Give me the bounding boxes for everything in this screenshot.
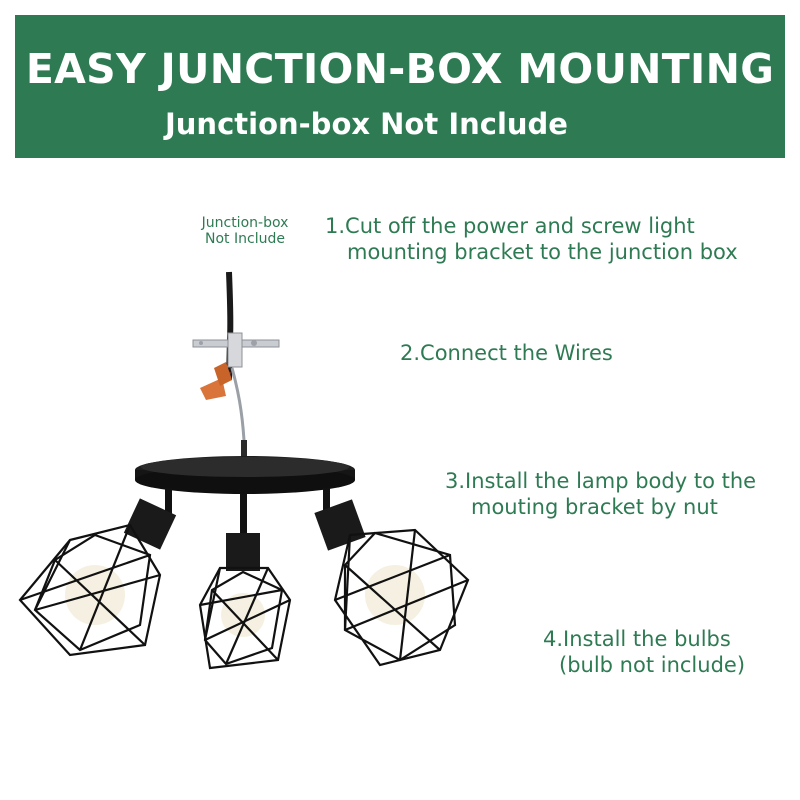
step-4-line2: (bulb not include) [559,653,746,677]
step-1: 1.Cut off the power and screw light moun… [325,213,738,265]
junction-box-label-line1: Junction-box [201,215,289,231]
header-banner: EASY JUNCTION-BOX MOUNTING Junction-box … [15,15,785,158]
step-1-line1: 1.Cut off the power and screw light [325,214,695,238]
step-2-line1: 2.Connect the Wires [400,341,613,365]
banner-subtitle: Junction-box Not Include [165,107,568,141]
left-lamp-cage [18,498,177,657]
junction-box-label: Junction-box Not Include [178,215,312,247]
lamp-stem [241,440,247,458]
canopy-plate [135,456,355,494]
middle-lamp-cage [198,533,292,670]
step-2: 2.Connect the Wires [400,340,613,366]
right-lamp-cage [314,499,470,667]
step-3: 3.Install the lamp body to the mouting b… [445,468,756,520]
step-4-line1: 4.Install the bulbs [543,627,731,651]
banner-title: EASY JUNCTION-BOX MOUNTING [25,45,775,93]
wire-connector-icon [200,362,246,452]
step-3-line1: 3.Install the lamp body to the [445,469,757,493]
step-3-line2: mouting bracket by nut [471,495,718,519]
step-4: 4.Install the bulbs (bulb not include) [543,626,745,678]
junction-box-label-line2: Not Include [205,231,285,247]
step-1-line2: mounting bracket to the junction box [347,240,738,264]
mounting-bracket-icon [192,332,280,368]
